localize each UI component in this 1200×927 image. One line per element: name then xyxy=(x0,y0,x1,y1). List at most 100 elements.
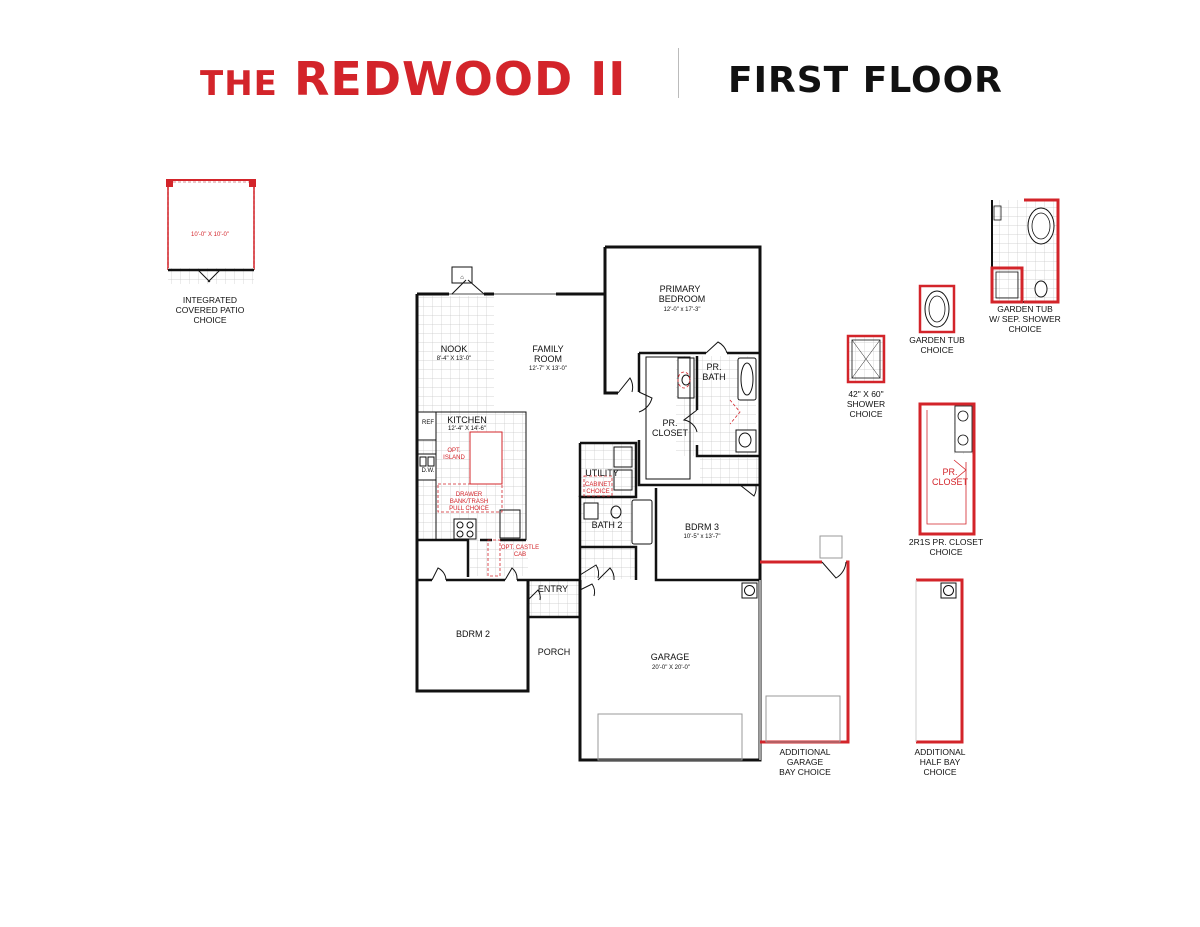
additional-garage-bay xyxy=(760,560,850,744)
family-label: FAMILY xyxy=(532,344,563,354)
closet-choice: PR. CLOSET 2R1S PR. CLOSET CHOICE xyxy=(909,402,983,557)
garage-label: GARAGE xyxy=(651,652,690,662)
drawer-label-2: BANK/TRASH xyxy=(450,499,488,505)
family-label-2: ROOM xyxy=(534,354,562,364)
main-plan: ⌂ xyxy=(415,245,850,762)
patio-outline xyxy=(167,181,255,271)
bath2-sink xyxy=(583,502,599,520)
cabinet-option xyxy=(583,475,613,497)
rear-door-swing xyxy=(451,279,485,295)
bath2-wall xyxy=(580,545,638,580)
castle-cab-label-2: CAB xyxy=(514,552,526,558)
bath2-door xyxy=(579,564,600,579)
family-dim: 12'-7" X 13'-0" xyxy=(529,366,567,372)
pr-toilet-door xyxy=(682,409,698,433)
closet-caption-2: CHOICE xyxy=(929,547,962,557)
pr-bath-label: PR. xyxy=(706,362,721,372)
shower-caption-2: SHOWER xyxy=(847,399,885,409)
primary-bedroom-label-2: BEDROOM xyxy=(659,294,706,304)
pr-bath-vanity xyxy=(677,357,695,399)
garage-door xyxy=(597,713,743,761)
pr-closet-door xyxy=(638,391,653,413)
nook-label: NOOK xyxy=(441,344,468,354)
pr-bath-door-option xyxy=(729,399,741,425)
shower-caption-3: CHOICE xyxy=(849,409,882,419)
drawer-label-3: PULL CHOICE xyxy=(449,506,489,512)
water-heater xyxy=(741,582,758,599)
castle-cab-option xyxy=(487,539,501,577)
primary-bedroom-label: PRIMARY xyxy=(660,284,701,294)
pr-closet-label-2: CLOSET xyxy=(652,428,689,438)
closet-caption-1: 2R1S PR. CLOSET xyxy=(909,537,983,547)
half-bay-caption-1: ADDITIONAL xyxy=(914,747,965,757)
bdrm3-label: BDRM 3 xyxy=(685,522,719,532)
bdrm2-label: BDRM 2 xyxy=(456,629,490,639)
extra-garage-door xyxy=(765,695,841,743)
patio-caption-2: COVERED PATIO xyxy=(176,305,245,315)
page-header: THE REDWOOD II FIRST FLOOR xyxy=(0,48,1200,108)
pr-bath-label-2: BATH xyxy=(702,372,725,382)
bath2-label: BATH 2 xyxy=(592,520,623,530)
sink xyxy=(417,453,437,481)
kitchen-dim: 12'-4" X 14'-6" xyxy=(448,426,486,432)
utility-wall xyxy=(578,441,638,580)
rear-step xyxy=(451,266,473,284)
header-divider xyxy=(678,48,679,98)
title-prefix: THE xyxy=(200,64,278,104)
bdrm3-dim: 10'-5" x 13'-7" xyxy=(684,534,721,540)
opt-island xyxy=(469,431,503,485)
primary-outer-wall xyxy=(605,245,762,580)
closet-room-label-2: CLOSET xyxy=(932,477,969,487)
half-bay-caption-2: HALF BAY xyxy=(920,757,961,767)
garage-bay-caption-1: ADDITIONAL xyxy=(779,747,830,757)
bay-step xyxy=(819,535,843,559)
bdrm2-door xyxy=(431,567,447,581)
bdrm3-wall xyxy=(654,488,760,582)
cabinet-choice-label-2: CHOICE xyxy=(586,489,609,495)
garden-sep-caption-2: W/ SEP. SHOWER xyxy=(989,314,1061,324)
pr-bath-partition xyxy=(695,356,760,458)
half-bay-outline xyxy=(916,578,964,744)
castle-cab-label: OPT. CASTLE xyxy=(501,545,539,551)
drawer-bank-option xyxy=(437,483,503,513)
dw-label: D.W. xyxy=(422,468,435,474)
floor-title: FIRST FLOOR xyxy=(728,60,1003,101)
closet-room-label: PR. xyxy=(942,467,957,477)
entry-tile xyxy=(528,581,580,617)
garden-sep-caption-3: CHOICE xyxy=(1008,324,1041,334)
utility-label: UTILITY xyxy=(585,468,619,478)
closet-outline xyxy=(918,402,976,536)
garden-tub-caption-1: GARDEN TUB xyxy=(909,335,965,345)
entry-label: ENTRY xyxy=(538,584,568,594)
garden-tub-choice: GARDEN TUB CHOICE xyxy=(909,284,965,355)
opt-island-label: OPT. xyxy=(447,448,461,454)
pr-closet-label: PR. xyxy=(662,418,677,428)
garage-bay-caption-2: GARAGE xyxy=(787,757,824,767)
garage-dim: 20'-0" X 20'-0" xyxy=(652,665,690,671)
cabinet-choice-label: CABINET xyxy=(585,482,611,488)
garden-sep-caption-1: GARDEN TUB xyxy=(997,304,1053,314)
pantry xyxy=(499,509,521,539)
washer xyxy=(613,446,633,468)
bath2-toilet xyxy=(610,505,622,519)
half-bay-choice: ADDITIONAL HALF BAY CHOICE xyxy=(914,578,966,777)
drawer-label: DRAWER xyxy=(456,492,483,498)
primary-bath-west-wall xyxy=(637,353,760,487)
vanity-option-mark xyxy=(677,371,691,389)
primary-bedroom-dim: 12'-0" x 17'-3" xyxy=(664,307,701,313)
plan-name: REDWOOD II xyxy=(294,52,627,106)
kitchen-label: KITCHEN xyxy=(447,415,487,425)
bdrm3-hall-door xyxy=(597,567,615,581)
entry-bottom-wall xyxy=(526,615,580,691)
rear-step-mark: ⌂ xyxy=(460,275,464,281)
garden-tub-shower-choice: GARDEN TUB W/ SEP. SHOWER CHOICE xyxy=(989,198,1061,334)
range xyxy=(453,518,477,540)
shower-caption-1: 42" X 60" xyxy=(848,389,883,399)
patio-choice: 10'-0" X 10'-0" INTEGRATED COVERED PATIO… xyxy=(166,179,256,325)
bay-door-swing xyxy=(821,561,847,579)
patio-dim: 10'-0" X 10'-0" xyxy=(191,232,229,238)
opt-island-label-2: ISLAND xyxy=(443,455,465,461)
hall-door xyxy=(504,567,518,581)
garden-sep-shower xyxy=(995,271,1019,299)
